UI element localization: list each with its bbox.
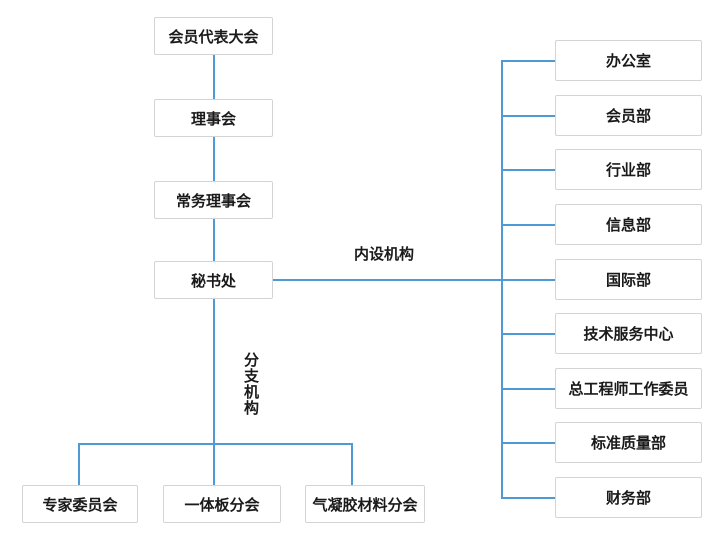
node-industry-dept: 行业部 bbox=[555, 149, 702, 190]
connector-secretariat-branches bbox=[213, 299, 215, 485]
connector-tech-service-center bbox=[501, 333, 555, 335]
node-expert-committee: 专家委员会 bbox=[22, 485, 138, 523]
node-standing-council-label: 常务理事会 bbox=[175, 191, 251, 210]
connector-standards-quality-dept bbox=[501, 442, 555, 444]
node-chief-engineer-committee-label: 总工程师工作委员 bbox=[568, 380, 689, 398]
connector-information-dept bbox=[501, 224, 555, 226]
connector-branches-rake bbox=[78, 443, 352, 445]
connector-membership-dept bbox=[501, 115, 555, 117]
node-secretariat: 秘书处 bbox=[154, 261, 273, 299]
node-information-dept-label: 信息部 bbox=[605, 216, 651, 234]
node-tech-service-center: 技术服务中心 bbox=[555, 313, 702, 354]
node-secretariat-label: 秘书处 bbox=[190, 271, 236, 290]
node-tech-service-center-label: 技术服务中心 bbox=[583, 325, 674, 343]
node-chief-engineer-committee: 总工程师工作委员 bbox=[555, 368, 702, 409]
connector-council-standing bbox=[213, 137, 215, 181]
node-integrated-board-branch-label: 一体板分会 bbox=[184, 495, 260, 514]
node-international-dept-label: 国际部 bbox=[605, 271, 651, 289]
connector-secretariat-departments bbox=[273, 279, 502, 281]
connector-finance-dept bbox=[501, 497, 555, 499]
connector-chief-engineer-committee bbox=[501, 388, 555, 390]
label-internal-departments: 内设机构 bbox=[354, 245, 415, 263]
node-aerogel-materials-branch: 气凝胶材料分会 bbox=[305, 485, 425, 523]
node-council: 理事会 bbox=[154, 99, 273, 137]
node-international-dept: 国际部 bbox=[555, 259, 702, 300]
connector-international-dept bbox=[501, 279, 555, 281]
node-standards-quality-dept: 标准质量部 bbox=[555, 422, 702, 463]
connector-industry-dept bbox=[501, 169, 555, 171]
connector-aerogel-branch bbox=[351, 443, 353, 485]
node-member-congress: 会员代表大会 bbox=[154, 17, 273, 55]
node-standing-council: 常务理事会 bbox=[154, 181, 273, 219]
connector-standing-secretariat bbox=[213, 219, 215, 261]
node-finance-dept: 财务部 bbox=[555, 477, 702, 518]
node-standards-quality-dept-label: 标准质量部 bbox=[590, 434, 666, 452]
node-member-congress-label: 会员代表大会 bbox=[168, 27, 259, 46]
node-expert-committee-label: 专家委员会 bbox=[42, 495, 118, 514]
connector-office bbox=[501, 60, 555, 62]
connector-congress-council bbox=[213, 55, 215, 99]
node-office-label: 办公室 bbox=[605, 52, 651, 70]
node-council-label: 理事会 bbox=[190, 109, 236, 128]
node-information-dept: 信息部 bbox=[555, 204, 702, 245]
node-membership-dept-label: 会员部 bbox=[605, 107, 651, 125]
connector-expert-committee bbox=[78, 443, 80, 485]
node-membership-dept: 会员部 bbox=[555, 95, 702, 136]
label-branch-organizations: 分支机构 bbox=[242, 352, 260, 416]
node-integrated-board-branch: 一体板分会 bbox=[163, 485, 281, 523]
node-aerogel-materials-branch-label: 气凝胶材料分会 bbox=[312, 495, 418, 514]
node-finance-dept-label: 财务部 bbox=[605, 489, 651, 507]
node-office: 办公室 bbox=[555, 40, 702, 81]
node-industry-dept-label: 行业部 bbox=[605, 161, 651, 179]
